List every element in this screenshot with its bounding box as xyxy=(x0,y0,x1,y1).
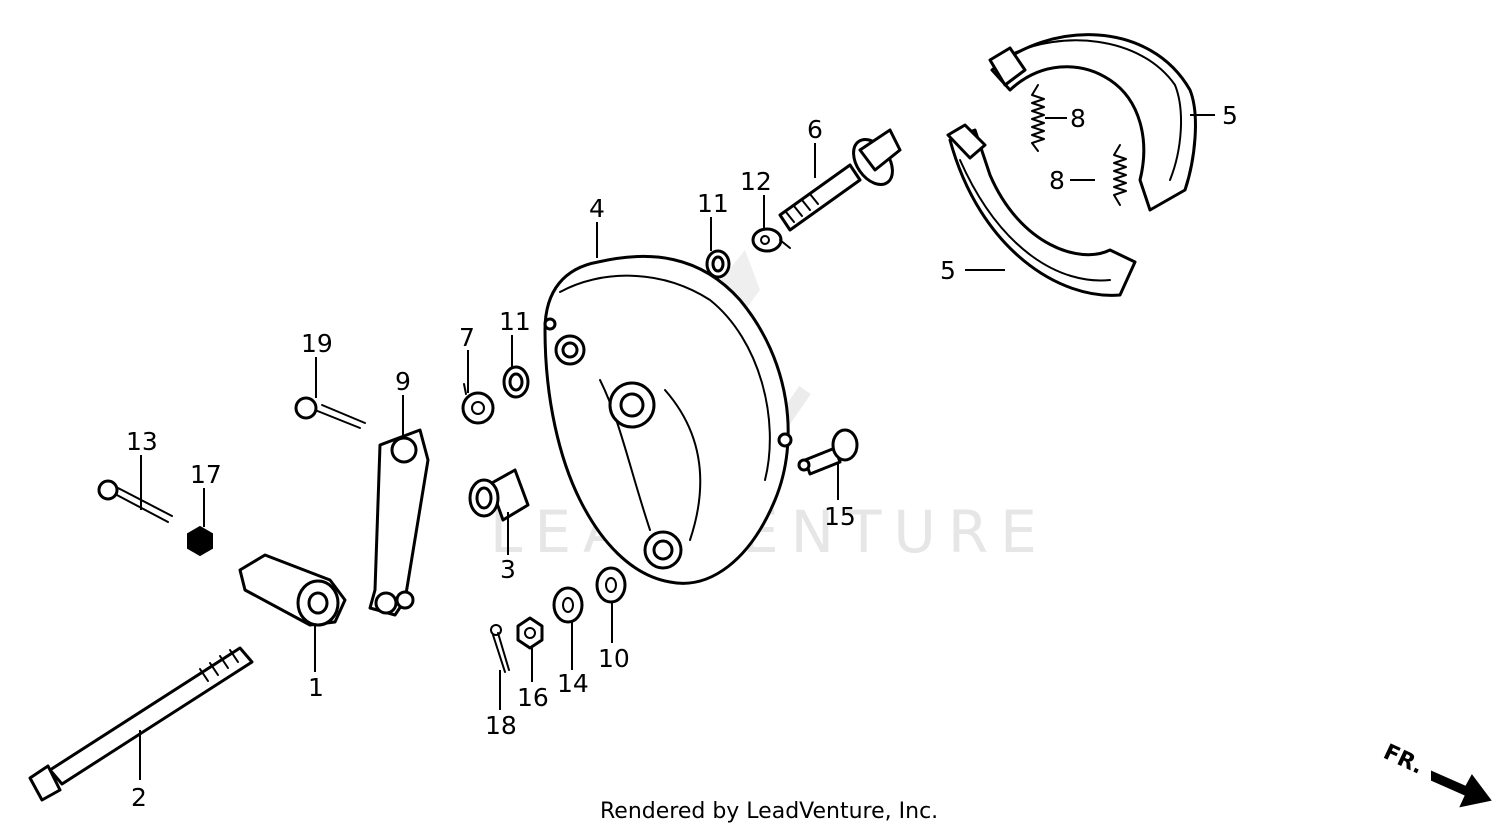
credit-text: Rendered by LeadVenture, Inc. xyxy=(600,799,938,824)
callout-6: 6 xyxy=(807,115,823,144)
front-arrow-icon xyxy=(1431,770,1492,808)
callout-1: 1 xyxy=(308,673,324,702)
bolt-part-19 xyxy=(294,396,366,429)
washer-part-11-lower xyxy=(502,365,530,399)
brake-panel-part xyxy=(543,254,793,585)
callout-5-upper: 5 xyxy=(1222,101,1238,130)
callouts: 1 2 3 4 5 5 6 7 8 8 9 10 11 11 12 13 14 … xyxy=(126,101,1238,812)
washer-part-14 xyxy=(552,586,584,624)
callout-15: 15 xyxy=(824,502,856,531)
brake-shoe-lower-part xyxy=(946,123,1137,297)
spring-part-lower xyxy=(1113,144,1127,206)
collar-part xyxy=(468,468,530,522)
nut-part-17 xyxy=(187,525,213,557)
callout-14: 14 xyxy=(557,669,589,698)
washer-part-10 xyxy=(595,566,627,604)
brake-arm-part xyxy=(238,553,347,627)
callout-3: 3 xyxy=(500,555,516,584)
callout-2: 2 xyxy=(131,783,147,812)
washer-part-11-upper xyxy=(705,249,731,279)
leader-lines xyxy=(139,114,1215,780)
front-label: FR. xyxy=(1379,740,1426,780)
callout-10: 10 xyxy=(598,644,630,673)
lock-washer-part xyxy=(461,383,495,425)
callout-16: 16 xyxy=(517,683,549,712)
anchor-bolt-part xyxy=(797,428,859,476)
callout-5-lower: 5 xyxy=(940,256,956,285)
bolt-part-13 xyxy=(97,479,173,523)
callout-11-upper: 11 xyxy=(697,189,729,218)
callout-13: 13 xyxy=(126,427,158,456)
callout-12: 12 xyxy=(740,167,772,196)
brake-shoe-upper-part xyxy=(988,33,1197,212)
callout-8-lower: 8 xyxy=(1049,166,1065,195)
nut-part-16 xyxy=(516,616,544,650)
callout-11-lower: 11 xyxy=(499,307,531,336)
front-direction-indicator: FR. xyxy=(1379,740,1492,808)
cotter-pin-part xyxy=(490,624,510,673)
callout-4: 4 xyxy=(589,194,605,223)
cam-shaft-part xyxy=(778,128,902,232)
callout-8-upper: 8 xyxy=(1070,104,1086,133)
callout-18: 18 xyxy=(485,711,517,740)
indicator-plate-part xyxy=(751,227,791,253)
long-bolt-part xyxy=(28,646,254,802)
torque-link-part xyxy=(368,428,430,617)
spring-part-upper xyxy=(1031,84,1045,152)
callout-9: 9 xyxy=(395,367,411,396)
callout-7: 7 xyxy=(459,323,475,352)
callout-19: 19 xyxy=(301,329,333,358)
callout-17: 17 xyxy=(190,460,222,489)
